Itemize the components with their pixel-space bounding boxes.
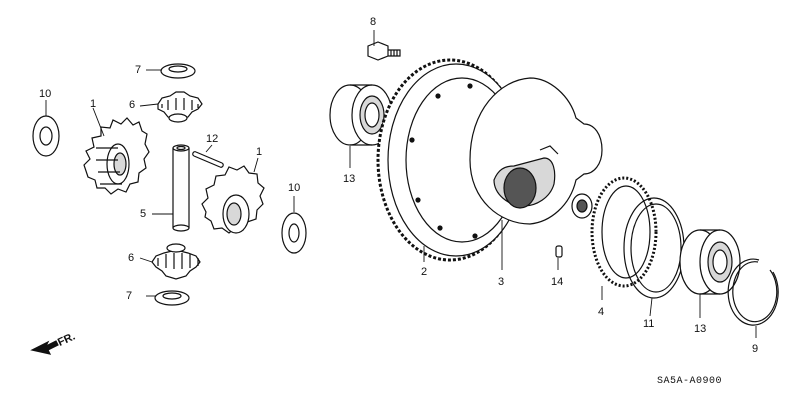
- callout-14: 14: [551, 276, 564, 288]
- callout-8: 8: [370, 16, 377, 28]
- differential-carrier: [469, 77, 603, 225]
- pinion-washer-upper: [160, 63, 196, 79]
- callout-7-upper: 7: [135, 64, 142, 76]
- diagram-code: SA5A-A0900: [657, 376, 723, 387]
- leader-lines: [45, 30, 757, 338]
- callout-6-upper: 6: [129, 99, 136, 111]
- side-gear-right: [201, 165, 265, 234]
- thrust-washer-right: [281, 212, 307, 254]
- callout-5: 5: [140, 208, 147, 220]
- bearing-right: [679, 229, 741, 295]
- snap-ring: [727, 258, 779, 326]
- callout-2: 2: [421, 266, 428, 278]
- pinion-washer-lower: [154, 290, 190, 306]
- callout-9: 9: [752, 343, 759, 355]
- dowel-pin: [555, 245, 563, 258]
- callout-1-right: 1: [256, 146, 263, 158]
- pinion-shaft: [172, 144, 190, 232]
- callout-11: 11: [643, 318, 655, 330]
- shim-ring: [590, 176, 658, 288]
- callout-7-lower: 7: [126, 290, 133, 302]
- callout-6-lower: 6: [128, 252, 135, 264]
- bolt: [367, 41, 401, 61]
- pinion-gear-upper: [157, 91, 203, 123]
- callout-10-left: 10: [39, 88, 52, 100]
- thrust-washer-left: [32, 115, 60, 157]
- callout-12: 12: [206, 133, 219, 145]
- callout-10-right: 10: [288, 182, 301, 194]
- callout-13-left: 13: [343, 173, 356, 185]
- front-direction-arrow: [30, 340, 59, 355]
- side-gear-left: [83, 117, 150, 195]
- callout-3: 3: [498, 276, 505, 288]
- lock-pin: [192, 151, 224, 168]
- callout-13-right: 13: [694, 323, 707, 335]
- pinion-gear-lower: [151, 243, 201, 280]
- callout-1-left: 1: [90, 98, 97, 110]
- bearing-left: [329, 84, 393, 146]
- callout-4: 4: [598, 306, 605, 318]
